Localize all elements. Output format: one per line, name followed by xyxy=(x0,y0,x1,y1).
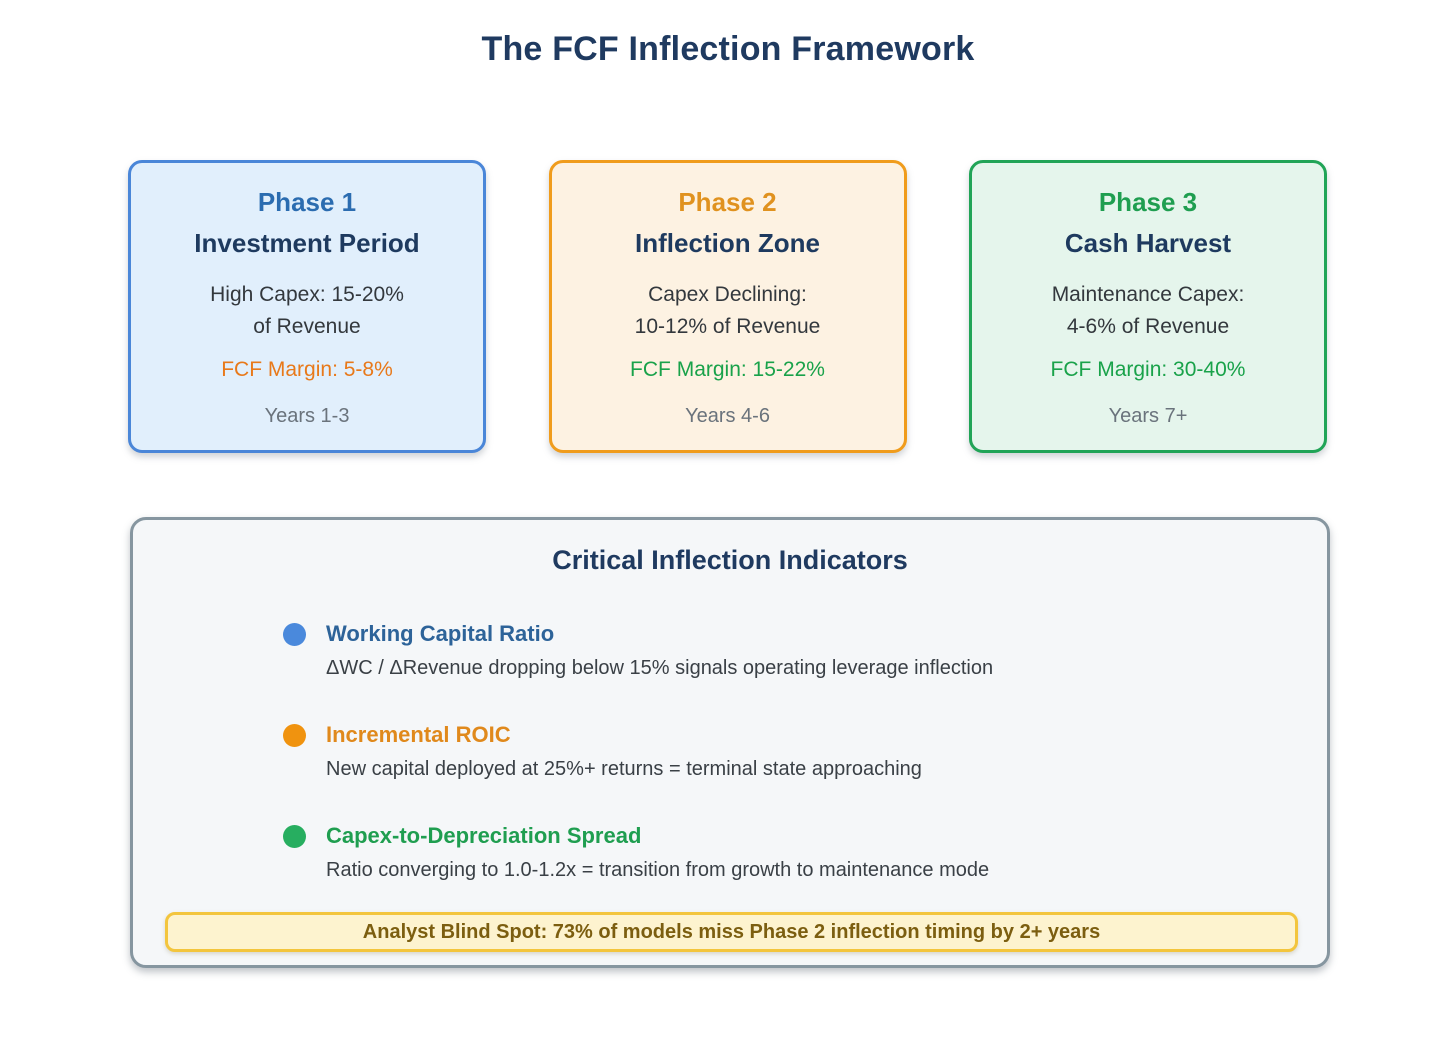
phase-3-years: Years 7+ xyxy=(1108,405,1188,427)
phase-3-name: Cash Harvest xyxy=(1064,228,1232,258)
analyst-blind-spot-banner: Analyst Blind Spot: 73% of models miss P… xyxy=(165,912,1298,952)
phase-3-capex-line2: 4-6% of Revenue xyxy=(1066,315,1230,338)
phase-1-capex-line1: High Capex: 15-20% xyxy=(210,283,404,306)
phase-1-years: Years 1-3 xyxy=(264,405,350,427)
phase-1-name: Investment Period xyxy=(194,228,420,258)
phase-3-fcf-margin: FCF Margin: 30-40% xyxy=(1050,358,1246,381)
orange-circle-bullet-icon xyxy=(283,723,306,747)
indicator-list: Working Capital Ratio ΔWC / ΔRevenue dro… xyxy=(283,621,1327,882)
indicator-working-capital-ratio: Working Capital Ratio ΔWC / ΔRevenue dro… xyxy=(283,621,1327,680)
phase-2-capex: Capex Declining: 10-12% of Revenue xyxy=(552,279,904,343)
indicator-description: Ratio converging to 1.0-1.2x = transitio… xyxy=(326,859,990,881)
phase-1-capex: High Capex: 15-20% of Revenue xyxy=(131,279,483,343)
analyst-blind-spot-text: Analyst Blind Spot: 73% of models miss P… xyxy=(362,920,1101,943)
indicator-head: Working Capital Ratio xyxy=(283,621,1327,647)
phase-2-fcf-margin: FCF Margin: 15-22% xyxy=(630,358,825,381)
indicators-panel-title: Critical Inflection Indicators xyxy=(552,545,908,575)
critical-indicators-panel: Critical Inflection Indicators Working C… xyxy=(130,517,1330,968)
phase-1-label: Phase 1 xyxy=(257,187,357,217)
phase-2-name: Inflection Zone xyxy=(635,228,820,258)
phase-3-capex-line1: Maintenance Capex: xyxy=(1051,283,1245,306)
phase-2-label: Phase 2 xyxy=(678,187,777,217)
phase-2-capex-line1: Capex Declining: xyxy=(648,283,807,306)
indicator-head: Incremental ROIC xyxy=(283,722,1327,748)
indicator-capex-depreciation-spread: Capex-to-Depreciation Spread Ratio conve… xyxy=(283,823,1327,882)
phase-3-capex: Maintenance Capex: 4-6% of Revenue xyxy=(972,279,1324,343)
indicator-incremental-roic: Incremental ROIC New capital deployed at… xyxy=(283,722,1327,781)
phase-2-card: Phase 2 Inflection Zone Capex Declining:… xyxy=(548,160,907,453)
indicator-description: ΔWC / ΔRevenue dropping below 15% signal… xyxy=(326,657,994,679)
phase-1-fcf-margin: FCF Margin: 5-8% xyxy=(221,358,393,381)
phase-2-capex-line2: 10-12% of Revenue xyxy=(634,315,821,338)
indicator-title: Capex-to-Depreciation Spread xyxy=(326,823,642,848)
indicator-title: Incremental ROIC xyxy=(326,722,511,747)
phase-cards-row: Phase 1 Investment Period High Capex: 15… xyxy=(128,160,1327,453)
phase-3-label: Phase 3 xyxy=(1098,187,1198,217)
indicator-head: Capex-to-Depreciation Spread xyxy=(283,823,1327,849)
indicator-description: New capital deployed at 25%+ returns = t… xyxy=(326,758,922,780)
green-circle-bullet-icon xyxy=(283,824,306,848)
indicator-title: Working Capital Ratio xyxy=(326,621,555,646)
phase-1-capex-line2: of Revenue xyxy=(253,315,361,338)
phase-1-card: Phase 1 Investment Period High Capex: 15… xyxy=(128,160,486,453)
phase-2-years: Years 4-6 xyxy=(685,405,770,427)
page-title: The FCF Inflection Framework xyxy=(481,30,975,68)
phase-3-card: Phase 3 Cash Harvest Maintenance Capex: … xyxy=(969,160,1327,453)
blue-circle-bullet-icon xyxy=(283,622,306,646)
